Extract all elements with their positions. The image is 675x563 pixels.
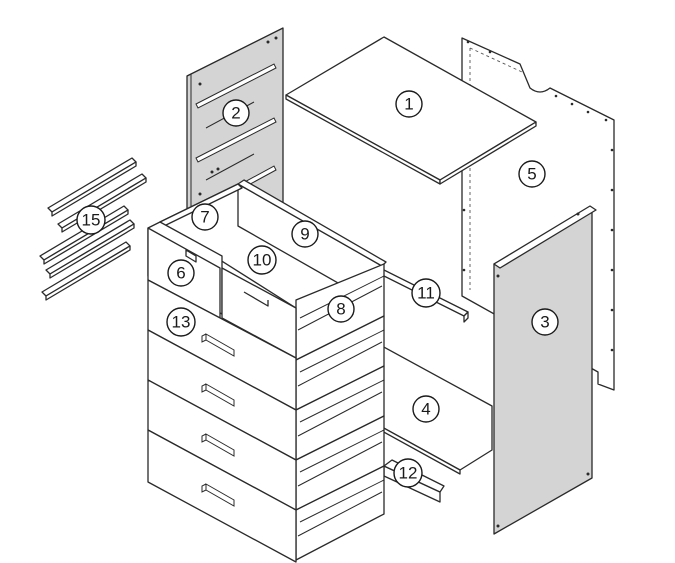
badge-label: 11 xyxy=(417,284,435,303)
badge-label: 6 xyxy=(176,264,185,283)
badge-12: 12 xyxy=(393,458,423,488)
badge-label: 10 xyxy=(253,251,272,270)
badge-11: 11 xyxy=(411,278,441,308)
badge-1: 1 xyxy=(395,90,423,118)
badge-label: 15 xyxy=(82,211,101,230)
badge-label: 1 xyxy=(404,95,413,114)
right-side-panel xyxy=(493,205,597,535)
badge-15: 15 xyxy=(76,205,106,235)
badge-label: 4 xyxy=(421,400,430,419)
badge-label: 12 xyxy=(399,464,418,483)
badge-label: 13 xyxy=(172,313,191,332)
badge-5: 5 xyxy=(518,160,546,188)
badge-label: 5 xyxy=(527,165,536,184)
badge-9: 9 xyxy=(291,220,319,248)
badge-4: 4 xyxy=(412,395,440,423)
badge-label: 8 xyxy=(336,300,345,319)
badge-13: 13 xyxy=(166,307,196,337)
badge-10: 10 xyxy=(247,245,277,275)
badge-label: 2 xyxy=(231,104,240,123)
part-badges: 1 2 3 4 5 6 7 8 9 10 11 xyxy=(76,90,559,488)
badge-8: 8 xyxy=(327,295,355,323)
badge-label: 9 xyxy=(300,225,309,244)
badge-3: 3 xyxy=(531,308,559,336)
badge-7: 7 xyxy=(191,203,219,231)
badge-2: 2 xyxy=(222,99,250,127)
badge-6: 6 xyxy=(167,259,195,287)
badge-label: 3 xyxy=(540,313,549,332)
badge-label: 7 xyxy=(200,208,209,227)
